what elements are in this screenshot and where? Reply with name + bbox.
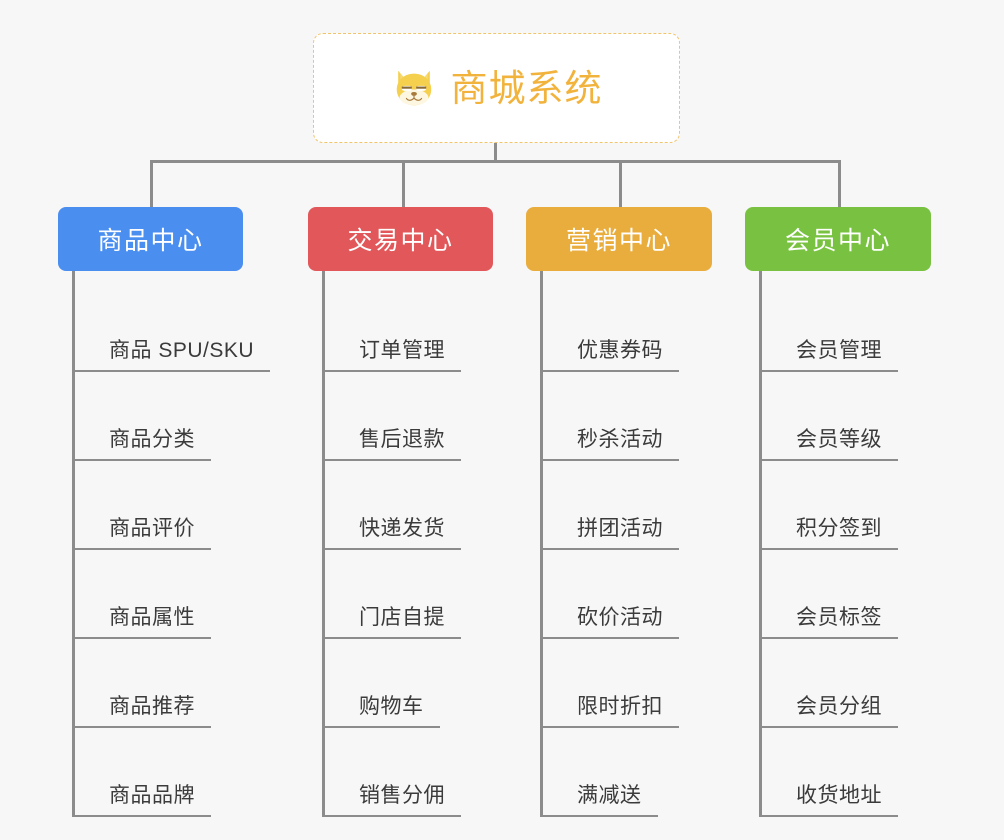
category-label: 商品中心	[97, 227, 204, 255]
leaf-underline: 商品评价	[75, 517, 211, 550]
leaf-label: 销售分佣	[359, 783, 445, 807]
leaf-list: 优惠券码 秒杀活动 拼团活动 砍价活动	[540, 271, 742, 817]
leaf-underline: 会员标签	[762, 606, 898, 639]
connector-drop-4	[838, 160, 841, 208]
list-item[interactable]: 商品属性	[75, 550, 288, 639]
category-label: 营销中心	[565, 227, 672, 255]
list-item[interactable]: 售后退款	[325, 372, 524, 461]
category-header-trade-center[interactable]: 交易中心	[308, 207, 493, 271]
leaf-underline: 限时折扣	[543, 695, 679, 728]
leaf-label: 会员管理	[796, 338, 882, 362]
leaf-underline: 积分签到	[762, 517, 898, 550]
leaf-label: 快递发货	[359, 516, 445, 540]
leaf-underline: 收货地址	[762, 784, 898, 817]
leaf-label: 商品评价	[109, 516, 195, 540]
shiba-dog-icon	[396, 70, 431, 106]
branch-column-product-center: 商品中心 商品 SPU/SKU 商品分类 商品评价	[58, 207, 288, 817]
list-item[interactable]: 收货地址	[762, 728, 961, 817]
leaf-label: 优惠券码	[577, 338, 663, 362]
connector-drop-1	[150, 160, 153, 208]
leaf-underline: 商品属性	[75, 606, 211, 639]
category-header-product-center[interactable]: 商品中心	[58, 207, 243, 271]
list-item[interactable]: 秒杀活动	[543, 372, 742, 461]
leaf-underline: 会员管理	[762, 339, 898, 372]
list-item[interactable]: 快递发货	[325, 461, 524, 550]
leaf-underline: 会员分组	[762, 695, 898, 728]
leaf-label: 购物车	[359, 694, 424, 718]
list-item[interactable]: 商品 SPU/SKU	[75, 283, 288, 372]
leaf-underline: 满减送	[543, 784, 658, 817]
list-item[interactable]: 销售分佣	[325, 728, 524, 817]
branch-column-trade-center: 交易中心 订单管理 售后退款 快递发货	[308, 207, 524, 817]
leaf-underline: 门店自提	[325, 606, 461, 639]
leaf-label: 拼团活动	[577, 516, 663, 540]
leaf-label: 砍价活动	[577, 605, 663, 629]
leaf-underline: 优惠券码	[543, 339, 679, 372]
leaf-underline: 秒杀活动	[543, 428, 679, 461]
leaf-label: 限时折扣	[577, 694, 663, 718]
list-item[interactable]: 满减送	[543, 728, 742, 817]
list-item[interactable]: 商品品牌	[75, 728, 288, 817]
leaf-list: 订单管理 售后退款 快递发货 门店自提	[322, 271, 524, 817]
leaf-label: 售后退款	[359, 427, 445, 451]
leaf-label: 会员等级	[796, 427, 882, 451]
list-item[interactable]: 商品评价	[75, 461, 288, 550]
branch-column-member-center: 会员中心 会员管理 会员等级 积分签到	[745, 207, 961, 817]
leaf-label: 商品分类	[109, 427, 195, 451]
list-item[interactable]: 购物车	[325, 639, 524, 728]
leaf-underline: 商品推荐	[75, 695, 211, 728]
leaf-underline: 会员等级	[762, 428, 898, 461]
list-item[interactable]: 会员等级	[762, 372, 961, 461]
leaf-label: 积分签到	[796, 516, 882, 540]
leaf-label: 会员分组	[796, 694, 882, 718]
connector-drop-2	[402, 160, 405, 208]
list-item[interactable]: 积分签到	[762, 461, 961, 550]
category-header-marketing-center[interactable]: 营销中心	[526, 207, 712, 271]
leaf-underline: 售后退款	[325, 428, 461, 461]
branch-column-marketing-center: 营销中心 优惠券码 秒杀活动 拼团活动	[526, 207, 742, 817]
leaf-label: 满减送	[577, 783, 642, 807]
leaf-list: 会员管理 会员等级 积分签到 会员标签	[759, 271, 961, 817]
leaf-label: 商品品牌	[109, 783, 195, 807]
category-label: 会员中心	[784, 227, 891, 255]
leaf-underline: 销售分佣	[325, 784, 461, 817]
leaf-underline: 商品品牌	[75, 784, 211, 817]
list-item[interactable]: 门店自提	[325, 550, 524, 639]
list-item[interactable]: 商品分类	[75, 372, 288, 461]
root-node[interactable]: 商城系统	[313, 33, 680, 143]
list-item[interactable]: 会员分组	[762, 639, 961, 728]
leaf-underline: 订单管理	[325, 339, 461, 372]
list-item[interactable]: 订单管理	[325, 283, 524, 372]
leaf-list: 商品 SPU/SKU 商品分类 商品评价 商品属性	[72, 271, 288, 817]
leaf-label: 商品属性	[109, 605, 195, 629]
leaf-underline: 商品 SPU/SKU	[75, 338, 271, 372]
category-label: 交易中心	[347, 227, 454, 255]
leaf-underline: 购物车	[325, 695, 440, 728]
list-item[interactable]: 会员标签	[762, 550, 961, 639]
leaf-underline: 拼团活动	[543, 517, 679, 550]
leaf-label: 收货地址	[796, 783, 882, 807]
list-item[interactable]: 限时折扣	[543, 639, 742, 728]
leaf-label: 秒杀活动	[577, 427, 663, 451]
leaf-label: 门店自提	[359, 605, 445, 629]
category-header-member-center[interactable]: 会员中心	[745, 207, 931, 271]
leaf-label: 商品 SPU/SKU	[109, 338, 255, 362]
root-title: 商城系统	[450, 67, 603, 109]
list-item[interactable]: 拼团活动	[543, 461, 742, 550]
branch-columns: 商品中心 商品 SPU/SKU 商品分类 商品评价	[0, 207, 1004, 840]
leaf-label: 商品推荐	[109, 694, 195, 718]
connector-drop-3	[619, 160, 622, 208]
leaf-underline: 砍价活动	[543, 606, 679, 639]
list-item[interactable]: 优惠券码	[543, 283, 742, 372]
connector-horizontal-bar	[150, 160, 841, 163]
list-item[interactable]: 砍价活动	[543, 550, 742, 639]
connector-root-stem	[494, 143, 497, 163]
leaf-label: 订单管理	[359, 338, 445, 362]
list-item[interactable]: 会员管理	[762, 283, 961, 372]
leaf-underline: 快递发货	[325, 517, 461, 550]
leaf-label: 会员标签	[796, 605, 882, 629]
leaf-underline: 商品分类	[75, 428, 211, 461]
list-item[interactable]: 商品推荐	[75, 639, 288, 728]
